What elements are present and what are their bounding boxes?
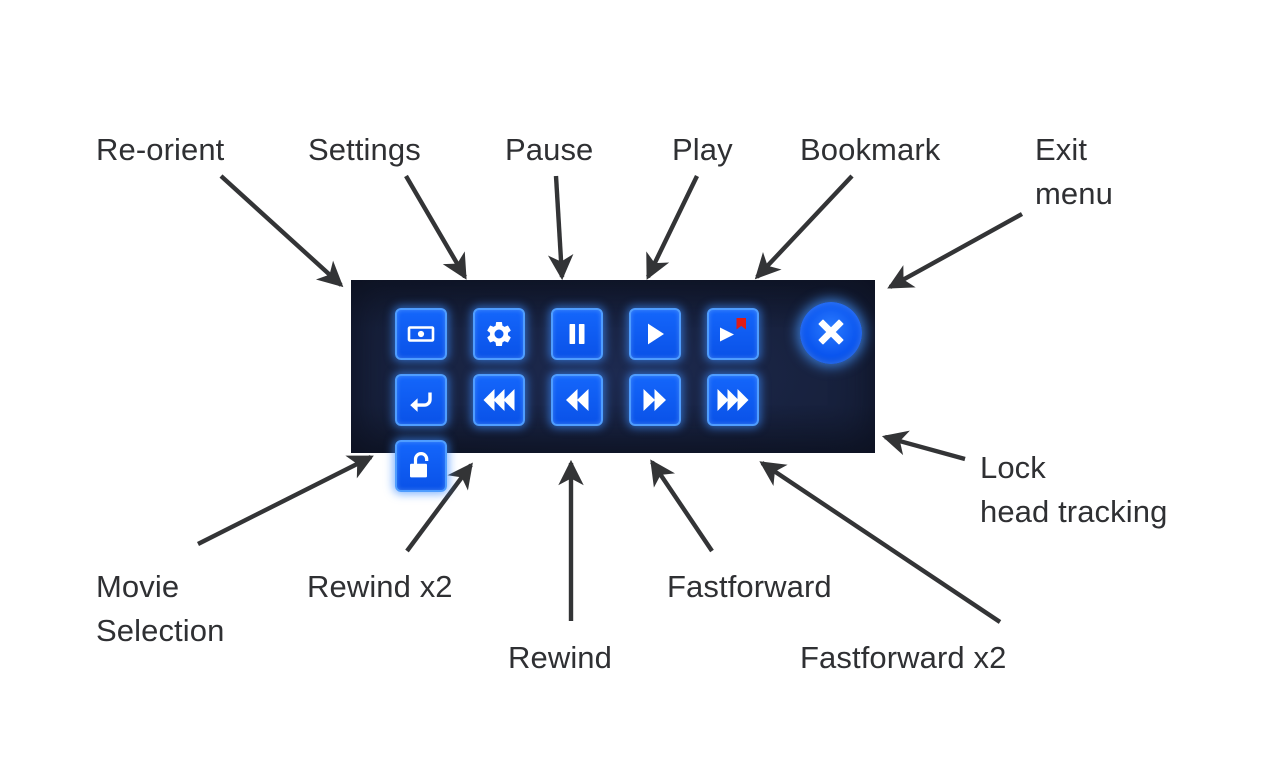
label-lock-line1: Lock: [980, 450, 1046, 485]
arrow-to-pause: [547, 175, 574, 281]
control-button-grid: [395, 308, 759, 492]
unlocked-padlock-icon: [406, 450, 436, 482]
rewind-icon: [563, 387, 591, 413]
arrow-to-play: [646, 175, 699, 280]
arrow-to-re-orient: [219, 174, 344, 288]
fastforward-x2-icon: [716, 387, 750, 413]
rewind-x2-button[interactable]: [473, 374, 525, 426]
label-rewind: Rewind: [508, 640, 612, 675]
label-exit-menu-line1: Exit: [1035, 132, 1088, 167]
label-play: Play: [672, 132, 733, 167]
label-rewind-x2: Rewind x2: [307, 569, 453, 604]
arrow-to-movie-selection: [197, 455, 374, 546]
pause-button[interactable]: [551, 308, 603, 360]
label-fastforward: Fastforward: [667, 569, 832, 604]
label-exit-menu-line2: menu: [1035, 176, 1113, 211]
play-icon: [641, 320, 669, 348]
label-fastforward-x2: Fastforward x2: [800, 640, 1007, 675]
lock-head-tracking-button[interactable]: [395, 440, 447, 492]
bookmark-icon: [711, 312, 755, 356]
reorient-button[interactable]: [395, 308, 447, 360]
fastforward-icon: [641, 387, 669, 413]
label-bookmark: Bookmark: [800, 132, 941, 167]
close-x-icon: [812, 312, 850, 355]
vr-control-menu-panel: [351, 280, 875, 492]
arrow-to-lock: [881, 430, 966, 462]
label-re-orient: Re-orient: [96, 132, 225, 167]
return-arrow-icon: [406, 385, 436, 415]
pause-icon: [563, 320, 591, 348]
fastforward-x2-button[interactable]: [707, 374, 759, 426]
arrow-to-settings: [404, 174, 467, 280]
label-lock-line2: head tracking: [980, 494, 1168, 529]
label-lock-head-tracking: Lock head tracking: [980, 446, 1167, 534]
fastforward-button[interactable]: [629, 374, 681, 426]
reorient-icon: [406, 319, 436, 349]
arrow-to-bookmark: [754, 174, 854, 280]
label-pause: Pause: [505, 132, 594, 167]
play-button[interactable]: [629, 308, 681, 360]
label-movie-selection-line2: Selection: [96, 613, 225, 648]
label-exit-menu: Exit menu: [1035, 128, 1113, 216]
settings-button[interactable]: [473, 308, 525, 360]
label-movie-selection-line1: Movie: [96, 569, 180, 604]
movie-selection-button[interactable]: [395, 374, 447, 426]
bookmark-button[interactable]: [707, 308, 759, 360]
exit-menu-button[interactable]: [800, 302, 862, 364]
arrow-to-exit-menu: [887, 212, 1024, 289]
rewind-x2-icon: [482, 387, 516, 413]
gear-icon: [484, 319, 514, 349]
label-settings: Settings: [308, 132, 421, 167]
rewind-button[interactable]: [551, 374, 603, 426]
